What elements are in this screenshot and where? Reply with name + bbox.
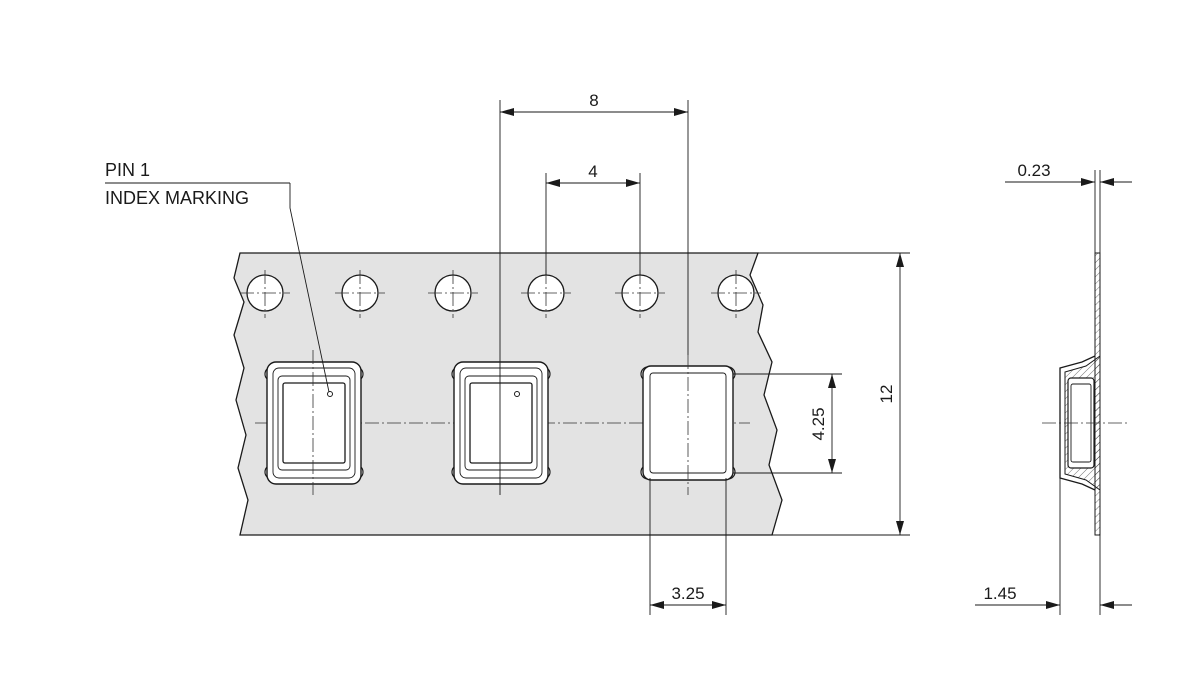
empty-pocket [640,355,736,495]
tape-thickness-label: 0.23 [1017,161,1050,180]
pocket-height-label: 4.25 [809,407,828,440]
callout-line2: INDEX MARKING [105,188,249,208]
hole-pitch-label: 4 [588,162,597,181]
pin1-dot [327,391,333,397]
dimension-pocket-width: 3.25 [649,478,727,615]
pin1-callout: PIN 1 INDEX MARKING [105,160,330,393]
sprocket-hole [240,270,290,318]
pocket-with-chip [451,361,551,485]
dimension-tape-width: 12 [877,253,904,535]
pocket-width-label: 3.25 [671,584,704,603]
pocket-with-chip [264,350,364,495]
sprocket-hole [335,270,385,318]
dimension-pocket-depth: 1.45 [975,478,1132,615]
pocket-pitch-label: 8 [589,91,598,110]
dimension-tape-thickness: 0.23 [1005,161,1132,253]
pocket-depth-label: 1.45 [983,584,1016,603]
tape-side-view [1042,252,1130,536]
pin1-dot [514,391,520,397]
sprocket-hole [711,270,761,318]
dimension-pocket-height: 4.25 [733,373,842,474]
callout-line1: PIN 1 [105,160,150,180]
dimension-pocket-pitch: 8 [499,91,689,495]
sprocket-holes [240,270,761,318]
sprocket-hole [428,270,478,318]
dimension-hole-pitch: 4 [545,162,641,275]
tape-width-label: 12 [877,385,896,404]
